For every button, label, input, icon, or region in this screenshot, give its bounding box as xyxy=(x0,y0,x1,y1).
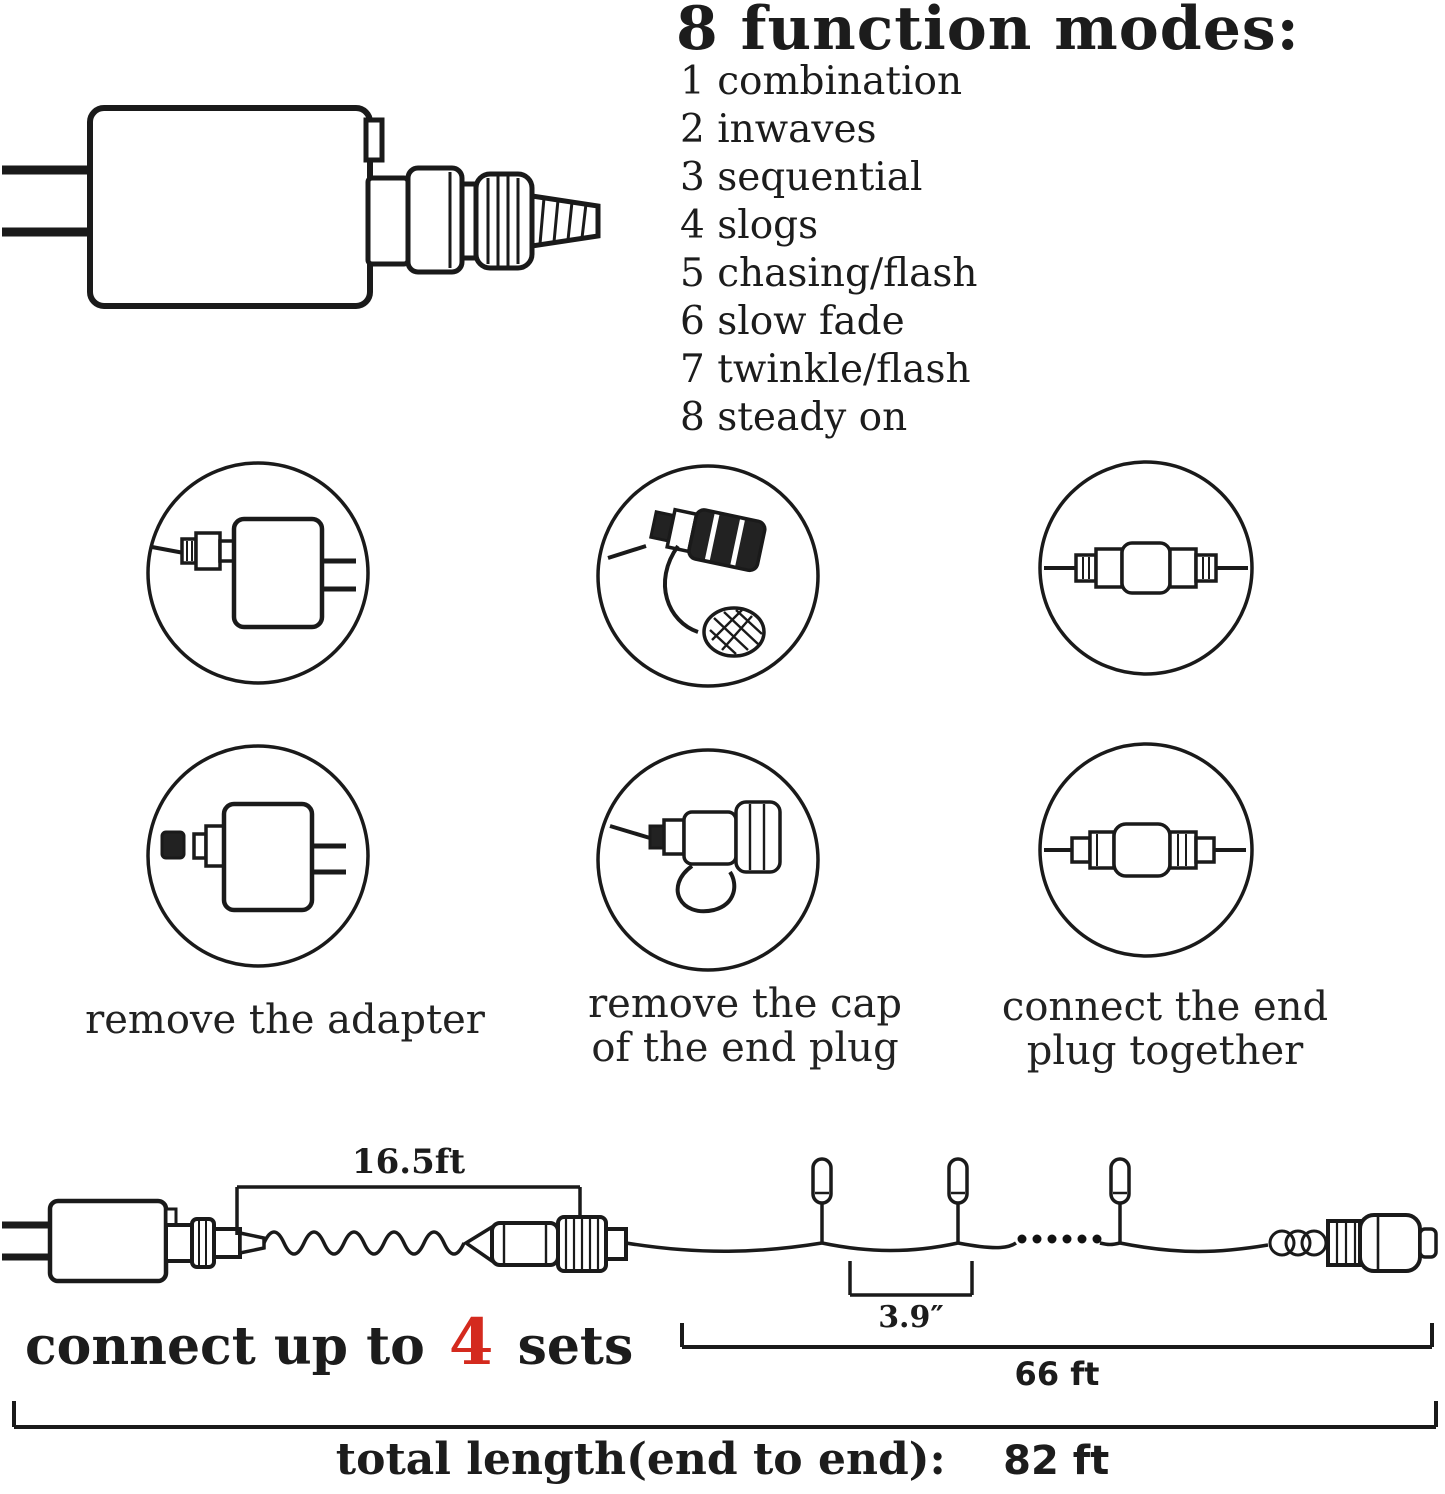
bracket-16-5ft xyxy=(235,1185,582,1235)
bracket-3-9in xyxy=(848,1261,974,1297)
label-66ft: 66 ft xyxy=(1014,1355,1100,1393)
label-16-5ft: 16.5ft xyxy=(351,1142,466,1182)
step-circle-plugs-joined xyxy=(1038,460,1254,676)
mini-adapter-body xyxy=(231,516,325,630)
step-circle-cap-removed xyxy=(596,748,820,972)
removed-piece xyxy=(160,830,186,860)
twisted-wire xyxy=(262,1230,466,1256)
adapter-tab xyxy=(363,117,385,163)
bulb-2 xyxy=(947,1157,969,1243)
total-length-line: total length(end to end): 82 ft xyxy=(0,1434,1445,1485)
page-title: 8 function modes: xyxy=(676,0,1300,64)
caption-remove-adapter: remove the adapter xyxy=(85,997,485,1043)
connect-count: 4 xyxy=(448,1305,494,1380)
cap-strap-loop xyxy=(675,864,737,914)
cap-strap xyxy=(662,544,699,634)
mini-adapter-body xyxy=(221,801,315,913)
end-plug-body xyxy=(682,810,738,866)
total-length-label: total length(end to end): xyxy=(335,1434,946,1485)
bulb-3 xyxy=(1109,1157,1131,1243)
step-circle-adapter-removed xyxy=(146,744,370,968)
adapter-prongs xyxy=(2,165,90,237)
joined-connector-center xyxy=(1120,541,1172,595)
string-light-diagram xyxy=(2,1157,1438,1429)
bracket-66ft xyxy=(680,1323,1434,1349)
mode-item-7: 7 twinkle/flash xyxy=(680,347,971,392)
mode-item-1: 1 combination xyxy=(680,59,963,104)
light-string-wire xyxy=(625,1241,1269,1254)
caption-connect-plug: connect the end plug together xyxy=(945,985,1385,1073)
adapter-body xyxy=(87,105,373,309)
end-coil-and-plug xyxy=(1268,1213,1438,1273)
bulb-1 xyxy=(811,1157,833,1243)
caption-connect-plug-line1: connect the end xyxy=(1001,984,1329,1030)
step-circle-cap-on-plug xyxy=(596,464,820,688)
connect-suffix: sets xyxy=(517,1316,634,1377)
mode-item-8: 8 steady on xyxy=(680,395,908,440)
caption-connect-plug-line2: plug together xyxy=(1026,1028,1304,1074)
caption-remove-cap: remove the cap of the end plug xyxy=(520,982,970,1070)
bracket-total-length xyxy=(12,1401,1438,1429)
total-length-value: 82 ft xyxy=(1003,1438,1110,1484)
caption-remove-cap-line1: remove the cap xyxy=(588,981,902,1027)
joined-connector-center xyxy=(1112,822,1172,878)
end-plug-dark xyxy=(649,507,767,573)
power-adapter-illustration xyxy=(2,105,601,309)
mode-item-4: 4 slogs xyxy=(680,203,819,248)
connect-prefix: connect up to xyxy=(25,1316,425,1377)
adapter-connector xyxy=(365,165,601,275)
mode-item-5: 5 chasing/flash xyxy=(680,251,978,296)
step-circle-adapter-attached xyxy=(146,461,370,685)
diagram-adapter xyxy=(2,1198,266,1284)
mode-item-3: 3 sequential xyxy=(680,155,923,200)
connect-sets-line: connect up to 4 sets xyxy=(25,1305,633,1380)
continuation-dots xyxy=(1017,1234,1102,1244)
label-3-9in: 3.9″ xyxy=(878,1300,944,1335)
caption-remove-cap-line2: of the end plug xyxy=(591,1025,899,1071)
mode-item-6: 6 slow fade xyxy=(680,299,905,344)
plug-cap xyxy=(702,606,766,658)
mode-list: 1 combination 2 inwaves 3 sequential 4 s… xyxy=(680,58,978,442)
step-circle-plugs-connected xyxy=(1038,742,1254,958)
mid-connector-pair xyxy=(462,1215,628,1273)
mode-item-2: 2 inwaves xyxy=(680,107,877,152)
